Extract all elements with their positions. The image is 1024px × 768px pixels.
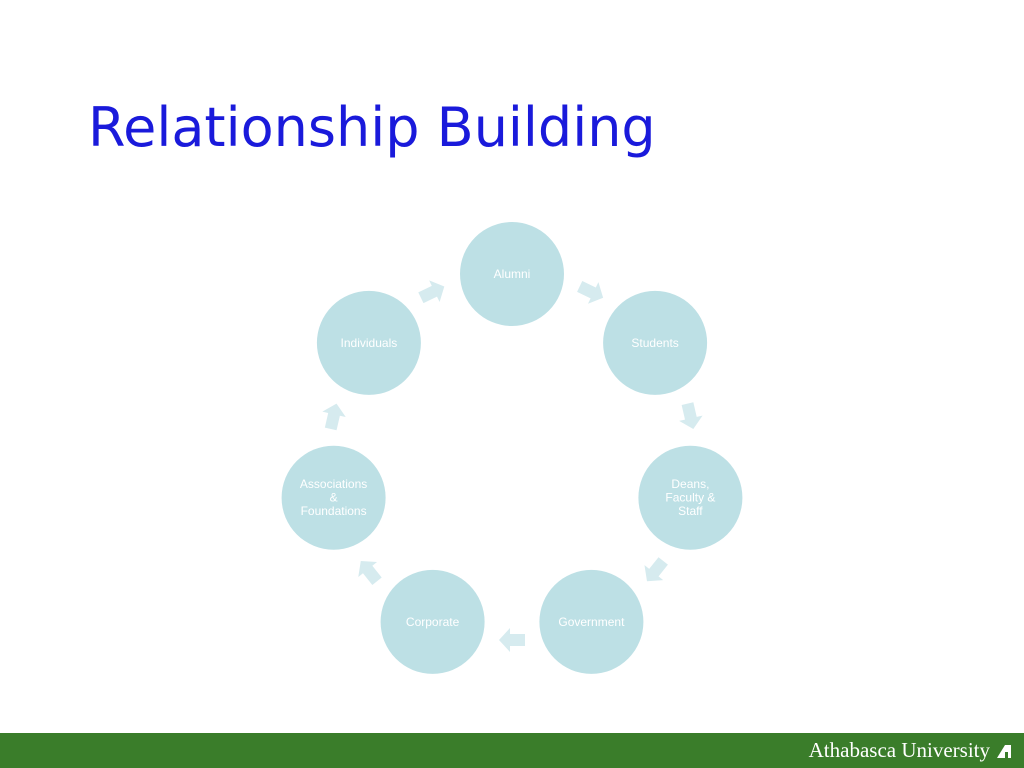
cycle-node-circle — [460, 222, 564, 326]
athabasca-university-logo: Athabasca University — [809, 736, 1012, 765]
cycle-node-circle — [380, 569, 485, 674]
cycle-node-circle — [539, 569, 644, 674]
cycle-node-label: Alumni — [494, 267, 531, 281]
slide-title: Relationship Building — [88, 96, 656, 159]
cycle-node-alumni: Alumni — [460, 222, 564, 326]
cycle-arrow — [322, 403, 346, 431]
cycle-arrow — [644, 557, 668, 582]
cycle-node-deans-faculty-staff: Deans,Faculty &Staff — [638, 445, 743, 550]
cycle-arrow — [679, 402, 703, 429]
cycle-node-circle — [603, 290, 708, 395]
cycle-node-students: Students — [603, 290, 708, 395]
cycle-node-corporate: Corporate — [380, 569, 485, 674]
cycle-node-label: Associations&Foundations — [300, 477, 367, 518]
logo-text: Athabasca University — [808, 738, 990, 762]
au-logo-mark-icon — [997, 744, 1011, 758]
footer-bar: Athabasca University — [0, 733, 1024, 768]
cycle-arrow — [358, 560, 382, 586]
cycle-arrow — [418, 280, 445, 304]
cycle-node-label: Students — [631, 336, 678, 350]
cycle-node-label: Corporate — [406, 615, 460, 629]
cycle-node-circle — [281, 445, 386, 550]
cycle-node-government: Government — [539, 569, 644, 674]
cycle-node-associations-foundations: Associations&Foundations — [281, 445, 386, 550]
cycle-node-circle — [316, 290, 421, 395]
cycle-arrow — [499, 628, 525, 652]
cycle-node-circle — [638, 445, 743, 550]
cycle-node-label: Deans,Faculty &Staff — [665, 477, 715, 518]
cycle-node-label: Government — [558, 615, 625, 629]
cycle-node-label: Individuals — [341, 336, 398, 350]
cycle-node-individuals: Individuals — [316, 290, 421, 395]
cycle-arrow — [577, 281, 604, 304]
